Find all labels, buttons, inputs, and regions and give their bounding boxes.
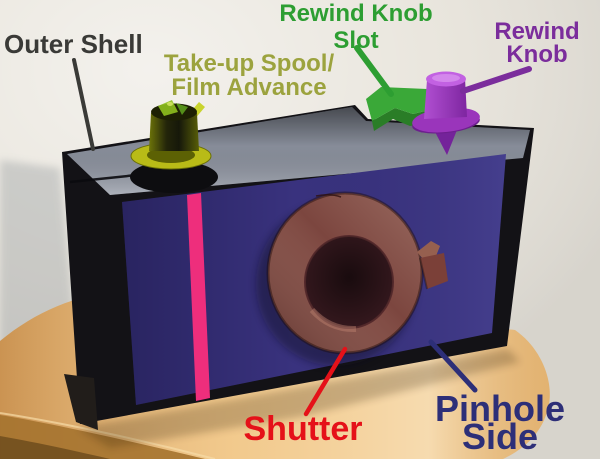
- takeup-spool-piece: [130, 100, 218, 193]
- rewind-knob-piece: [412, 71, 480, 155]
- spool-foam-collar: [130, 161, 218, 193]
- pinhole-side-pointer-line: [428, 339, 478, 393]
- label-line: Side: [461, 416, 539, 457]
- label-line: Take-up Spool/: [163, 50, 335, 77]
- label-line: Rewind Knob: [279, 0, 433, 27]
- label-line: Rewind: [494, 18, 580, 45]
- label-rewind-knob-slot: Rewind Knob Slot: [279, 0, 432, 54]
- rewind-knob-slot-pointer-line: [354, 45, 394, 97]
- base-lip: [64, 374, 98, 430]
- rewind-knob-slot-piece: [366, 87, 433, 131]
- shutter-crack: [315, 193, 342, 198]
- label-takeup-spool: Take-up Spool/ Film Advance: [164, 52, 334, 100]
- label-line: Knob: [506, 41, 568, 68]
- outer-shell-pointer-line: [72, 58, 95, 151]
- wall-shadow: [0, 160, 76, 352]
- label-shutter: Shutter: [244, 412, 363, 446]
- shutter-tab: [420, 253, 448, 289]
- label-line: Outer Shell: [4, 29, 143, 59]
- label-rewind-knob: Rewind Knob: [494, 18, 580, 68]
- knob-cylinder: [424, 78, 467, 119]
- shutter-tab-hook: [417, 241, 440, 259]
- pointer-lines: [72, 45, 532, 417]
- camera-shadow: [78, 349, 520, 448]
- shutter-pointer-line: [303, 346, 348, 417]
- spool-cylinder: [149, 113, 199, 151]
- label-outer-shell: Outer Shell: [4, 31, 143, 57]
- label-line: Slot: [333, 27, 379, 54]
- rewind-knob-pointer-line: [460, 66, 532, 94]
- label-line: Pinhole: [434, 388, 566, 429]
- label-line: Shutter: [243, 410, 363, 448]
- label-pinhole-side: Pinhole Side: [434, 388, 566, 457]
- pink-stripe: [187, 193, 210, 401]
- label-line: Film Advance: [171, 74, 327, 101]
- shutter-disc: [256, 191, 448, 366]
